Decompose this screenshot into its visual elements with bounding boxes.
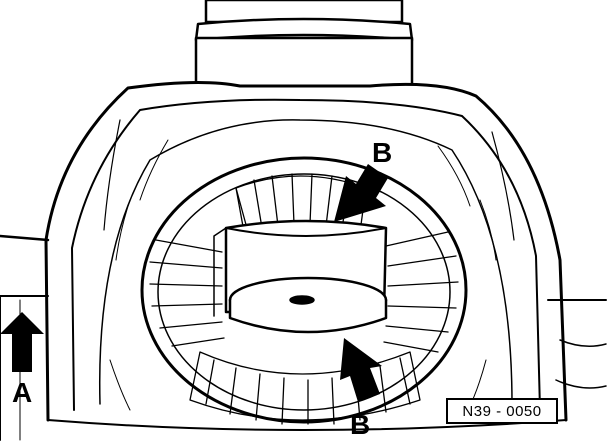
callout-b-bottom: B [350,409,370,440]
reference-code-label: N39 - 0050 [446,398,558,424]
arrow-b-top-icon [334,164,388,222]
spider-gear-right [383,231,459,353]
spider-gear-left [149,239,225,347]
press-shaft [194,0,414,93]
pressure-disc [228,276,388,334]
housing-ribs [109,199,497,411]
callout-a: A [12,377,32,408]
arrow-a-icon [0,312,44,372]
callout-b-top: B [372,137,392,168]
arrow-b-bottom-icon [340,338,382,402]
side-gear-bottom [189,351,421,425]
